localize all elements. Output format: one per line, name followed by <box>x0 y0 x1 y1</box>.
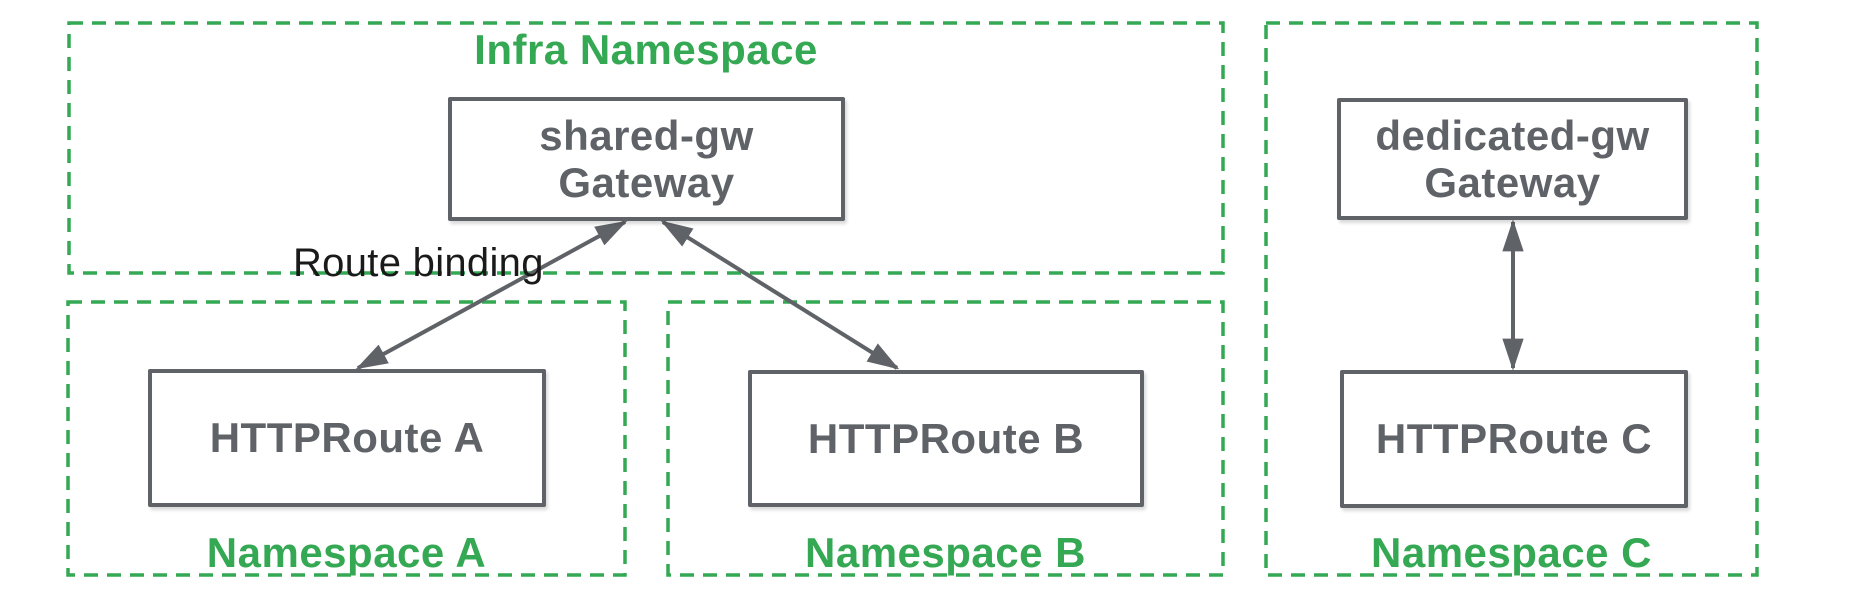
namespace-c-label: Namespace C <box>1371 529 1652 576</box>
shared-gw-gateway-node: shared-gw Gateway <box>448 97 845 221</box>
httproute-a-node: HTTPRoute A <box>148 369 546 507</box>
httproute-c-node: HTTPRoute C <box>1340 370 1688 508</box>
shared-gw-gateway-label: shared-gw Gateway <box>539 111 754 206</box>
namespace-c-border <box>1264 21 1759 577</box>
edge-route-b-shared-gw-arrow <box>660 220 900 370</box>
dedicated-gw-gateway-node: dedicated-gw Gateway <box>1337 98 1688 220</box>
namespace-b-border <box>666 300 1225 577</box>
httproute-a-label: HTTPRoute A <box>209 414 485 462</box>
route-binding-annotation: Route binding <box>293 241 544 285</box>
namespace-infra-label: Infra Namespace <box>474 26 818 73</box>
namespace-infra-border <box>67 21 1225 275</box>
namespace-a-label: Namespace A <box>206 529 487 576</box>
namespace-b-label: Namespace B <box>805 529 1086 576</box>
httproute-b-label: HTTPRoute B <box>807 414 1085 462</box>
dedicated-gw-gateway-label: dedicated-gw Gateway <box>1375 111 1650 206</box>
httproute-c-label: HTTPRoute C <box>1375 415 1653 463</box>
httproute-b-node: HTTPRoute B <box>748 370 1144 507</box>
namespace-a-border <box>66 300 627 577</box>
edge-route-a-shared-gw-arrow <box>355 220 628 370</box>
